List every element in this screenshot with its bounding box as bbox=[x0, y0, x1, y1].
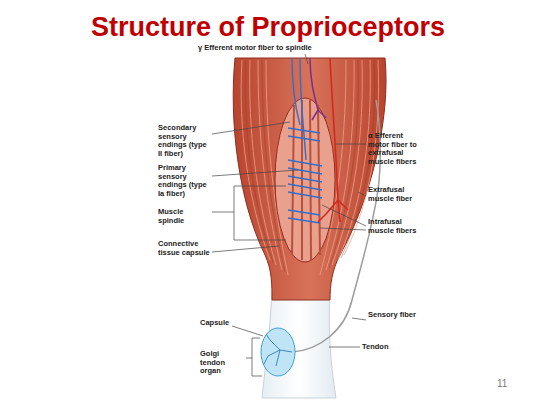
part-label: Golgi tendon organ bbox=[200, 350, 244, 376]
part-label: Sensory fiber bbox=[368, 311, 420, 320]
gamma-motor-fiber bbox=[310, 58, 326, 120]
alpha-motor-fiber bbox=[318, 58, 348, 222]
sensory-endings bbox=[288, 58, 322, 223]
slide-title: Structure of Proprioceptors bbox=[0, 12, 536, 43]
part-label: Intrafusal muscle fibers bbox=[368, 218, 420, 235]
tendon bbox=[262, 292, 336, 398]
intrafusal-fibers bbox=[292, 100, 320, 260]
golgi-tendon-organ bbox=[261, 328, 295, 376]
golgi-endings bbox=[264, 334, 292, 366]
part-label: Secondary sensory endings (type II fiber… bbox=[158, 124, 210, 158]
page-number: 11 bbox=[497, 378, 507, 389]
part-label: Tendon bbox=[362, 343, 414, 352]
part-label: Extrafusal muscle fiber bbox=[368, 186, 420, 203]
part-label: α Efferent motor fiber to extrafusal mus… bbox=[368, 132, 420, 166]
part-label: Primary sensory endings (type Ia fiber) bbox=[158, 164, 210, 198]
part-label: Connective tissue capsule bbox=[158, 240, 210, 257]
sensory-fiber bbox=[292, 100, 380, 352]
part-label: Capsule bbox=[200, 319, 240, 328]
muscle-striations bbox=[241, 60, 378, 275]
leader-lines bbox=[212, 54, 366, 376]
part-label: Muscle spindle bbox=[158, 208, 210, 225]
part-label: γ Efferent motor fiber to spindle bbox=[198, 44, 312, 53]
muscle-belly bbox=[233, 58, 386, 300]
